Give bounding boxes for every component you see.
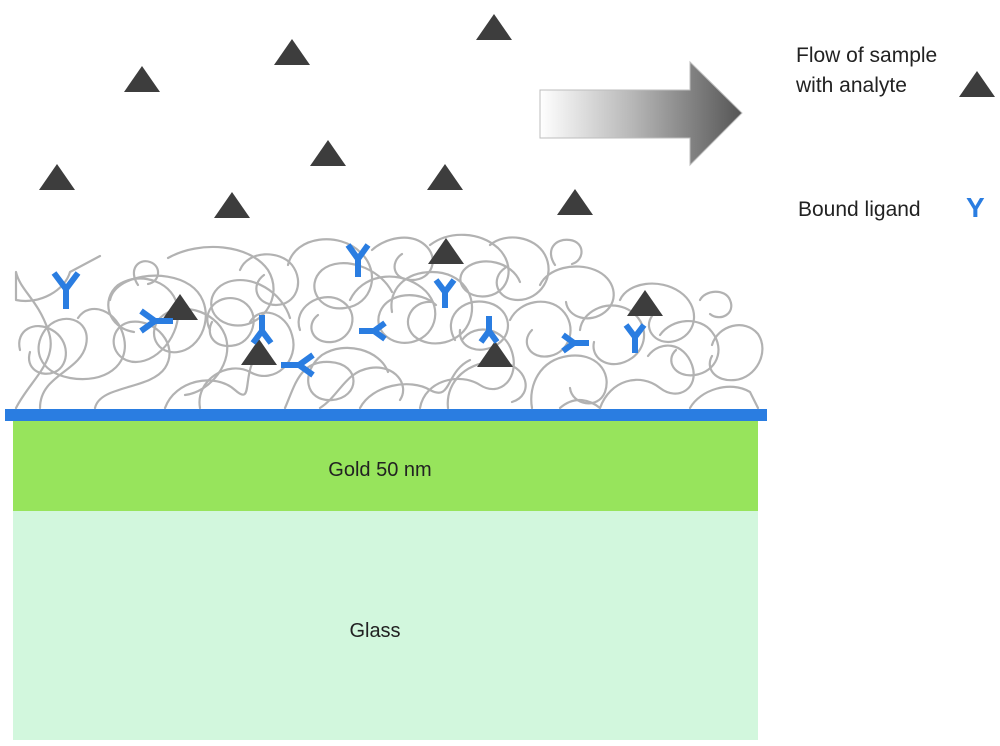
surface-coating-line bbox=[5, 409, 767, 421]
ligand-y-shape bbox=[623, 323, 647, 353]
ligand-y-shape bbox=[478, 316, 500, 344]
analyte-triangle bbox=[162, 294, 198, 320]
ligand-y-shape bbox=[250, 315, 274, 345]
flow-arrow bbox=[539, 60, 743, 167]
analyte-triangle bbox=[477, 341, 513, 367]
analyte-triangle bbox=[241, 339, 277, 365]
polymer-matrix bbox=[14, 233, 764, 410]
analyte-triangle bbox=[428, 238, 464, 264]
ligand-y-shape bbox=[139, 308, 173, 334]
legend-flow-label-line2: with analyte bbox=[795, 74, 907, 97]
ligand-y-shape bbox=[345, 243, 371, 277]
analyte-triangle bbox=[557, 189, 593, 215]
analyte-triangle bbox=[476, 14, 512, 40]
ligand-y-shape bbox=[359, 320, 387, 342]
legend-ligand-label: Bound ligand bbox=[798, 198, 921, 221]
analyte-triangle bbox=[310, 140, 346, 166]
legend-flow-label-line1: Flow of sample bbox=[796, 44, 937, 67]
bound-ligands bbox=[51, 243, 647, 378]
free-analytes bbox=[39, 14, 593, 218]
bound-analytes bbox=[162, 238, 663, 367]
analyte-triangle bbox=[214, 192, 250, 218]
ligand-y-shape bbox=[51, 271, 81, 309]
gold-layer bbox=[13, 421, 758, 511]
analyte-triangle bbox=[427, 164, 463, 190]
glass-label: Glass bbox=[349, 620, 400, 642]
legend-analyte-triangle bbox=[959, 71, 995, 97]
ligand-y-shape bbox=[433, 278, 457, 308]
legend-ligand-icon: Y bbox=[966, 192, 985, 223]
ligand-y-shape bbox=[281, 352, 315, 378]
ligand-y-shape bbox=[561, 332, 589, 354]
gold-label: Gold 50 nm bbox=[328, 459, 431, 481]
analyte-triangle bbox=[274, 39, 310, 65]
glass-layer bbox=[13, 510, 758, 740]
analyte-triangle bbox=[124, 66, 160, 92]
analyte-triangle bbox=[627, 290, 663, 316]
analyte-triangle bbox=[39, 164, 75, 190]
